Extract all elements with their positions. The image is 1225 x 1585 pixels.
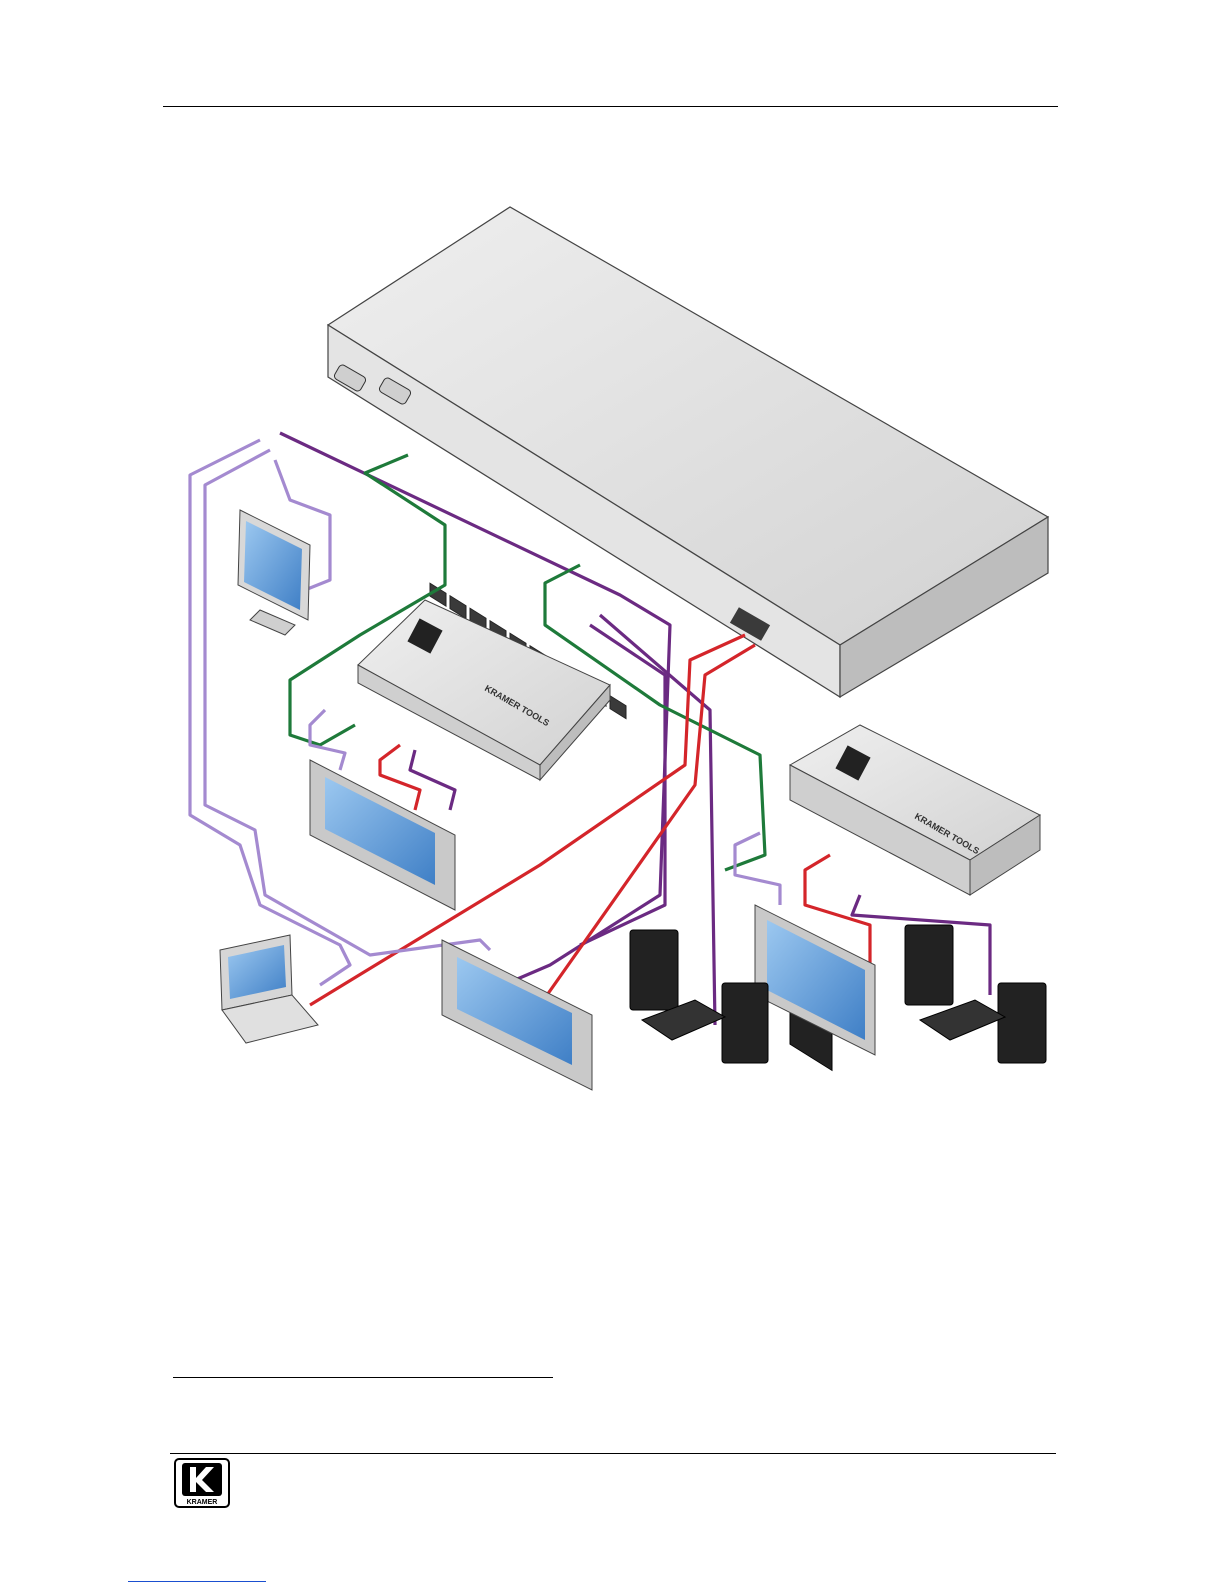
footnote-rule [173,1377,553,1378]
bottom-link-underline[interactable] [128,1581,266,1582]
desktop-monitor [238,510,310,635]
flat-panel-display-1 [310,760,455,910]
footer-rule [170,1453,1056,1454]
laptop [220,935,318,1043]
speaker-icon [722,983,768,1063]
lilac-cable [190,440,350,985]
header-rule [163,106,1058,107]
purple-cable [580,625,665,945]
receiver-2: KRAMER TOOLS [790,725,1040,895]
speaker-set-2 [905,925,1046,1063]
amplifier-icon [920,1000,1005,1040]
rj45-port [610,696,626,719]
lilac-cable [735,833,780,905]
speaker-icon [998,983,1046,1063]
kramer-logo: KRAMER [174,1458,230,1508]
speaker-icon [630,930,678,1010]
receiver-1: KRAMER TOOLS [358,600,610,780]
speaker-icon [905,925,953,1005]
logo-text: KRAMER [187,1499,218,1506]
connection-diagram: KRAMER TOOLS KRAMER TOOLS [180,205,1060,1095]
speaker-set-1 [630,930,768,1063]
